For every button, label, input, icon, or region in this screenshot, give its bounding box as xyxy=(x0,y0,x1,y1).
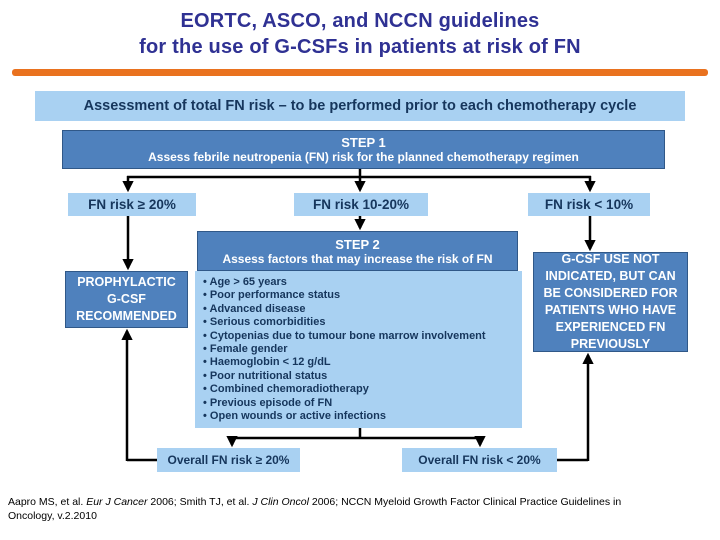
risk-factor-list: Age > 65 yearsPoor performance statusAdv… xyxy=(195,271,522,428)
risk-factor-item: Open wounds or active infections xyxy=(203,410,520,423)
risk-factor-item: Combined chemoradiotherapy xyxy=(203,383,520,396)
citation-journal: Eur J Cancer xyxy=(86,496,148,508)
title-divider-rule xyxy=(12,69,708,76)
risk-factor-item: Poor nutritional status xyxy=(203,370,520,383)
assessment-banner: Assessment of total FN risk – to be perf… xyxy=(35,91,685,121)
slide-title-line1: EORTC, ASCO, and NCCN guidelines xyxy=(180,10,540,32)
citation-footer: Aapro MS, et al. Eur J Cancer 2006; Smit… xyxy=(8,496,628,523)
citation-part: 2006; NCCN Myeloid Growth Factor Clinica… xyxy=(8,496,622,522)
prophylactic-gcsf-box: PROPHYLACTIC G-CSF RECOMMENDED xyxy=(65,271,188,328)
risk-factor-item: Female gender xyxy=(203,343,520,356)
risk-factor-item: Previous episode of FN xyxy=(203,397,520,410)
gcsf-not-indicated-box: G-CSF USE NOT INDICATED, BUT CAN BE CONS… xyxy=(533,252,688,352)
step2-box: STEP 2 Assess factors that may increase … xyxy=(197,231,518,271)
citation-part: 2006; Smith TJ, et al. xyxy=(147,496,253,508)
citation-part: Aapro MS, et al. xyxy=(8,496,87,508)
fn-risk-low-box: FN risk < 10% xyxy=(528,193,650,216)
step1-heading: STEP 1 xyxy=(341,135,386,150)
overall-risk-high-box: Overall FN risk ≥ 20% xyxy=(157,448,300,472)
slide-title-line2: for the use of G-CSFs in patients at ris… xyxy=(139,36,581,59)
risk-factor-item: Haemoglobin < 12 g/dL xyxy=(203,356,520,369)
step1-subtext: Assess febrile neutropenia (FN) risk for… xyxy=(148,150,579,164)
risk-factor-item: Age > 65 years xyxy=(203,276,520,289)
slide-title: EORTC, ASCO, and NCCN guidelines for the… xyxy=(0,8,720,61)
overall-risk-low-box: Overall FN risk < 20% xyxy=(402,448,557,472)
risk-factor-item: Serious comorbidities xyxy=(203,316,520,329)
risk-factor-item: Advanced disease xyxy=(203,303,520,316)
citation-journal: J Clin Oncol xyxy=(252,496,309,508)
step2-subtext: Assess factors that may increase the ris… xyxy=(222,251,493,266)
risk-factor-item: Cytopenias due to tumour bone marrow inv… xyxy=(203,330,520,343)
step2-heading: STEP 2 xyxy=(335,236,380,252)
fn-risk-high-box: FN risk ≥ 20% xyxy=(68,193,196,216)
fn-risk-mid-box: FN risk 10-20% xyxy=(294,193,428,216)
risk-factor-item: Poor performance status xyxy=(203,289,520,302)
step1-box: STEP 1 Assess febrile neutropenia (FN) r… xyxy=(62,130,665,169)
